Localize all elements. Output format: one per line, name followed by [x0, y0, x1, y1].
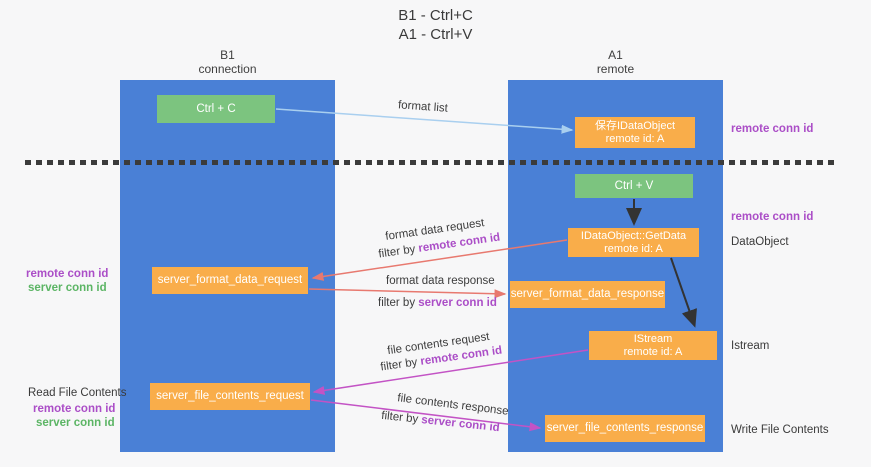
arrow-format-list — [275, 108, 574, 134]
ctrl-c-box: Ctrl + C — [157, 95, 275, 123]
dataobject-label: DataObject — [731, 236, 789, 248]
save-idataobject-box: 保存IDataObject remote id: A — [575, 117, 695, 148]
server-format-data-request-label: server_format_data_request — [157, 274, 303, 286]
lifeline-b1-name: B1 — [220, 48, 235, 62]
save-idataobject-line2: remote id: A — [605, 132, 665, 145]
left-bottom-server-conn-id-label: server conn id — [36, 417, 115, 429]
title-line-2: A1 - Ctrl+V — [398, 26, 473, 43]
filter-by-text: filter by — [378, 297, 419, 309]
server-format-data-response-label: server_format_data_response — [510, 288, 665, 300]
lifeline-a1-role: remote — [596, 62, 635, 76]
istream-line2: remote id: A — [623, 345, 683, 358]
diagram-title: B1 - Ctrl+C A1 - Ctrl+V — [0, 6, 871, 44]
arrow-getdata-to-istream — [670, 257, 697, 328]
phase-separator-dashed-line — [25, 160, 837, 165]
arrow-file-contents-response — [310, 399, 542, 432]
ctrl-c-label: Ctrl + C — [196, 102, 236, 115]
right-remote-conn-id-label-2: remote conn id — [731, 211, 814, 223]
lifeline-a1-name: A1 — [608, 48, 623, 62]
read-file-contents-label: Read File Contents — [28, 387, 127, 399]
lifeline-header-b1: B1 connection — [120, 48, 335, 76]
lifeline-header-a1: A1 remote — [508, 48, 723, 76]
getdata-line1: IDataObject::GetData — [580, 229, 687, 242]
server-format-data-request-box: server_format_data_request — [152, 267, 308, 294]
save-idataobject-line1: 保存IDataObject — [594, 119, 676, 132]
istream-margin-label: Istream — [731, 340, 770, 352]
arrow-format-data-request — [311, 239, 568, 281]
server-conn-id-highlight: server conn id — [418, 297, 497, 309]
server-format-data-response-box: server_format_data_response — [510, 281, 665, 308]
left-bottom-remote-conn-id-label: remote conn id — [33, 403, 116, 415]
right-remote-conn-id-label-1: remote conn id — [731, 123, 814, 135]
getdata-line2: remote id: A — [604, 242, 663, 255]
server-file-contents-response-label: server_file_contents_response — [546, 422, 704, 434]
idataobject-getdata-box: IDataObject::GetData remote id: A — [568, 228, 699, 257]
server-file-contents-request-label: server_file_contents_request — [156, 390, 304, 402]
title-line-1: B1 - Ctrl+C — [398, 7, 473, 24]
server-file-contents-request-box: server_file_contents_request — [150, 383, 310, 410]
write-file-contents-label: Write File Contents — [731, 424, 829, 436]
arrow-file-contents-request — [312, 349, 589, 395]
istream-line1: IStream — [633, 332, 673, 345]
arrow-format-data-response — [308, 288, 507, 299]
lifeline-b1-role: connection — [198, 62, 257, 76]
left-server-conn-id-label: server conn id — [28, 282, 107, 294]
left-remote-conn-id-label: remote conn id — [26, 268, 109, 280]
ctrl-v-label: Ctrl + V — [614, 179, 654, 192]
format-data-response-label: format data response — [386, 275, 495, 287]
ctrl-v-box: Ctrl + V — [575, 174, 693, 198]
server-file-contents-response-box: server_file_contents_response — [545, 415, 705, 442]
istream-box: IStream remote id: A — [589, 331, 717, 360]
format-data-response-filter-label: filter by server conn id — [378, 297, 497, 309]
